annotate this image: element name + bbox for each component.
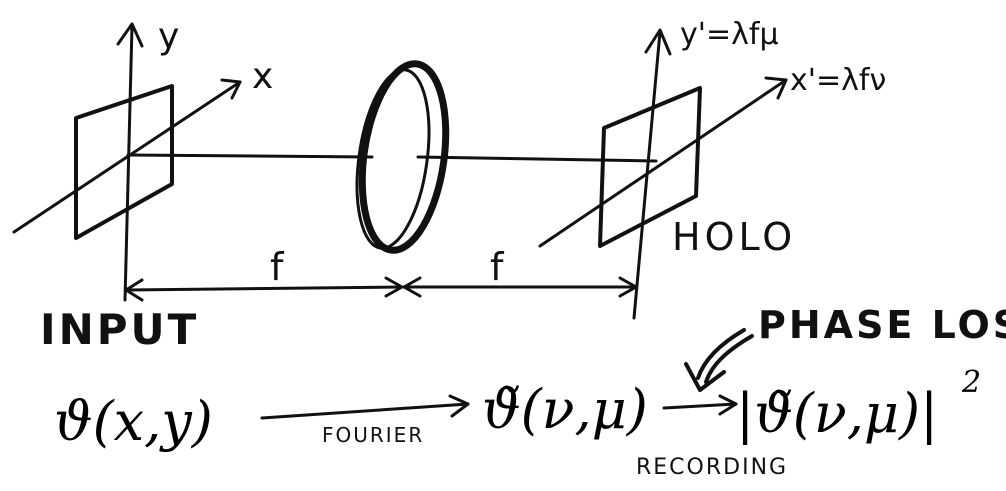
- input-field-expression: ϑ(x,y): [54, 390, 213, 453]
- fourier-arrowhead: [448, 394, 470, 418]
- phase-loss-arrowhead: [684, 362, 726, 392]
- recorded-field-exponent: 2: [961, 365, 981, 400]
- distance-line-left: [124, 285, 402, 292]
- hologram-plate: [598, 86, 702, 248]
- input-x-label: x: [252, 56, 273, 97]
- optical-axis-left: [126, 153, 374, 159]
- distance-markers: f f: [124, 245, 638, 302]
- hologram-x-axis-arrowhead: [764, 76, 788, 100]
- hologram-label: HOLO: [672, 215, 796, 259]
- lens-outline: [358, 60, 450, 254]
- phase-loss-arrow: [684, 328, 754, 392]
- input-x-axis-arrowhead: [220, 78, 242, 100]
- distance-arrow-right-start: [402, 276, 422, 298]
- input-y-axis: [123, 24, 134, 302]
- distance-arrow-left-start: [124, 278, 144, 302]
- hologram-plane: y'=λfμ x'=λfν HOLO: [538, 17, 886, 320]
- recording-label: RECORDING: [636, 455, 788, 480]
- fourier-label: FOURIER: [322, 423, 424, 447]
- distance-arrow-right-end: [618, 276, 638, 298]
- hologram-x-axis: [538, 78, 788, 248]
- optical-axis-right: [416, 155, 658, 163]
- distance-label-left: f: [270, 245, 285, 289]
- recording-arrowhead: [718, 394, 738, 416]
- input-label: INPUT: [40, 305, 199, 354]
- phase-loss-arrow-stroke-inner: [696, 328, 746, 380]
- input-plate: [74, 84, 174, 240]
- phase-loss-label: PHASE LOSS: [758, 303, 1006, 347]
- input-x-axis: [12, 80, 242, 234]
- input-y-label: y: [158, 16, 179, 57]
- input-y-axis-arrowhead: [116, 22, 144, 48]
- recorded-field-expression: |ϑ̃(ν,μ)|: [736, 382, 938, 445]
- hologram-y-axis-arrowhead: [644, 28, 672, 56]
- hologram-y-label: y'=λfμ: [680, 17, 779, 52]
- lens: [355, 60, 450, 254]
- fourier-arrow: [260, 402, 470, 420]
- lens-edge: [355, 68, 431, 250]
- fourier-field-expression: ϑ̃(ν,μ): [482, 378, 648, 441]
- input-plane: y x: [12, 16, 273, 302]
- recording-arrow: [662, 402, 738, 410]
- hologram-y-axis: [632, 30, 662, 320]
- distance-label-right: f: [490, 245, 505, 289]
- hologram-x-label: x'=λfν: [790, 63, 886, 98]
- distance-arrow-left-end: [384, 276, 404, 298]
- equation: ϑ(x,y) FOURIER ϑ̃(ν,μ) RECORDING |ϑ̃(ν,μ…: [54, 365, 981, 480]
- phase-loss-arrow-stroke-outer: [704, 334, 754, 384]
